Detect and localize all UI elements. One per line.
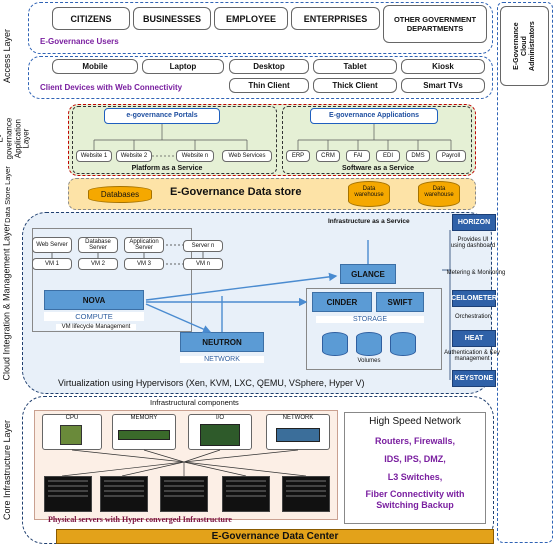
vm-n: VM n: [183, 258, 223, 270]
vm-3: VM 3: [124, 258, 164, 270]
device-laptop: Laptop: [142, 59, 224, 74]
server-rack-3: [160, 476, 208, 512]
network-label: NETWORK: [180, 356, 264, 363]
memory-label: MEMORY: [130, 415, 158, 421]
app-payroll: Payroll: [436, 150, 466, 162]
device-kiosk: Kiosk: [401, 59, 485, 74]
devices-label: Client Devices with Web Connectivity: [40, 83, 183, 92]
network-item-4: Fiber Connectivity with Switching Backup: [365, 489, 465, 511]
apps-group: [282, 106, 472, 174]
portal-website-2: Website 2: [116, 150, 152, 162]
app-dms: DMS: [406, 150, 430, 162]
apps-title: E-governance Applications: [310, 108, 438, 124]
portal-website-1: Website 1: [76, 150, 112, 162]
cinder-box: CINDER: [312, 292, 372, 312]
io-label: I/O: [215, 415, 224, 421]
users-label: E-Governance Users: [40, 37, 119, 46]
device-tablet: Tablet: [313, 59, 397, 74]
volume-2: [356, 332, 382, 356]
warehouse-1-label: Data warehouse: [354, 186, 384, 198]
components-title: Infrastructural components: [150, 398, 239, 407]
web-server: Web Server: [32, 237, 72, 253]
server-rack-1: [44, 476, 92, 512]
cpu-chip-icon: [60, 425, 82, 445]
heat-box: HEAT: [452, 330, 496, 347]
user-other-government: OTHER GOVERNMENT DEPARTMENTS: [383, 5, 487, 43]
volume-3: [390, 332, 416, 356]
auth-label: Authentication & Key management: [444, 350, 500, 362]
access-users-panel: [28, 2, 493, 54]
user-citizens: CITIZENS: [52, 7, 130, 30]
volume-1: [322, 332, 348, 356]
admins-panel: [497, 2, 553, 543]
network-card-icon: [276, 428, 320, 442]
paas-caption: Platform as a Service: [131, 165, 203, 172]
device-thin-client: Thin Client: [229, 78, 309, 93]
datacenter-bar: E-Governance Data Center: [56, 529, 494, 544]
server-rack-2: [100, 476, 148, 512]
databases-label: Databases: [100, 190, 140, 199]
app-edi: EDI: [376, 150, 400, 162]
portal-website-n: Website n: [176, 150, 214, 162]
user-enterprises: ENTERPRISES: [291, 7, 380, 30]
server-rack-4: [222, 476, 270, 512]
user-employee: EMPLOYEE: [214, 7, 288, 30]
app-erp: ERP: [286, 150, 310, 162]
warehouse-1-cylinder: [348, 181, 390, 207]
horizon-box: HORIZON: [452, 214, 496, 231]
nova-box: NOVA: [44, 290, 144, 310]
network-item-3: L3 Switches,: [387, 472, 443, 482]
swift-box: SWIFT: [376, 292, 424, 312]
vm-1: VM 1: [32, 258, 72, 270]
warehouse-2-label: Data warehouse: [424, 186, 454, 198]
compute-label: COMPUTE: [44, 312, 144, 321]
servers-caption: Physical servers with Hyper converged In…: [48, 515, 232, 524]
databases-cylinder: [88, 186, 152, 203]
cpu-label: CPU: [65, 415, 79, 421]
admins-box: E-Governance Cloud Administrators: [500, 6, 549, 86]
metering-label: Metering & Monitoring: [446, 270, 506, 276]
app-crm: CRM: [316, 150, 340, 162]
portals-title: e-governance Portals: [104, 108, 220, 124]
application-server: Application Server: [124, 237, 164, 253]
network-item-1: Routers, Firewalls,: [374, 436, 456, 446]
network-panel: [344, 412, 486, 524]
network-title: High Speed Network: [369, 416, 461, 427]
volumes-label: Volumes: [357, 358, 381, 364]
device-desktop: Desktop: [229, 59, 309, 74]
vm-2: VM 2: [78, 258, 118, 270]
user-businesses: BUSINESSES: [133, 7, 211, 30]
portal-web-services: Web Services: [222, 150, 272, 162]
warehouse-2-cylinder: [418, 181, 460, 207]
keystone-box: KEYSTONE: [452, 370, 496, 387]
network-item-2: IDS, IPS, DMZ,: [384, 454, 446, 464]
vm-lifecycle-label: VM lifecycle Management: [56, 324, 136, 330]
access-devices-panel: [28, 56, 493, 99]
device-thick-client: Thick Client: [313, 78, 397, 93]
glance-box: GLANCE: [340, 264, 396, 284]
memory-stick-icon: [118, 430, 170, 440]
ceilometer-box: CEILOMETER: [451, 290, 497, 307]
storage-label: STORAGE: [316, 316, 424, 323]
neutron-box: NEUTRON: [180, 332, 264, 352]
horizon-desc: Provides UI using dashboard: [450, 237, 496, 249]
storage-group: [306, 288, 442, 370]
portals-group: [72, 106, 277, 174]
saas-caption: Software as a Service: [342, 165, 414, 172]
database-server: Database Server: [78, 237, 118, 253]
device-smart-tvs: Smart TVs: [401, 78, 485, 93]
app-fai: FAI: [346, 150, 370, 162]
server-n: Server n: [183, 240, 223, 252]
orchestration-label: Orchestration: [454, 314, 491, 320]
network-card-label: NETWORK: [282, 415, 314, 421]
device-mobile: Mobile: [52, 59, 138, 74]
datastore-title: E-Governance Data store: [170, 186, 302, 198]
io-board-icon: [200, 424, 240, 446]
server-rack-5: [282, 476, 330, 512]
iaas-label: Infrastructure as a Service: [328, 218, 410, 225]
virtualization-label: Virtualization using Hypervisors (Xen, K…: [58, 378, 365, 388]
